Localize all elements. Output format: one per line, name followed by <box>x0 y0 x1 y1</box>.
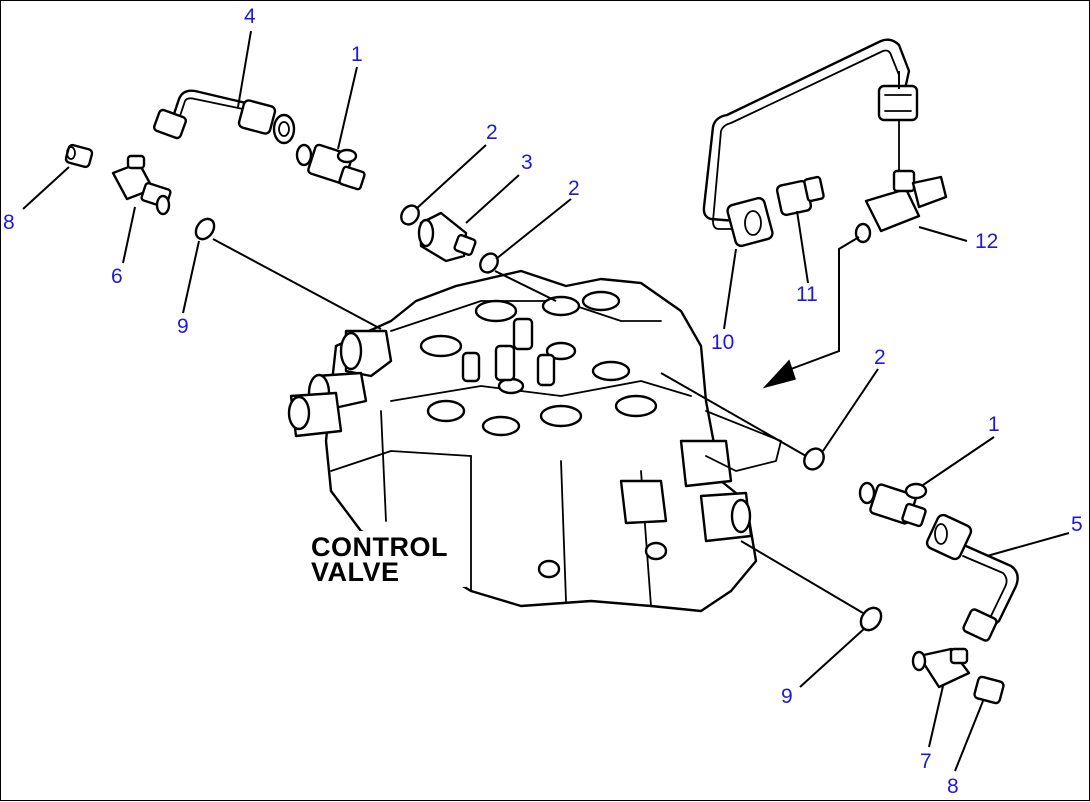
callout-1-lower: 1 <box>988 413 1000 436</box>
fitting-6 <box>111 154 172 216</box>
o-ring-2-left <box>400 204 420 226</box>
callout-labels: 4 1 2 3 2 8 6 9 2 1 5 9 7 8 10 11 12 <box>3 5 1083 798</box>
plug-8-upper <box>64 143 94 169</box>
callout-4: 4 <box>244 5 256 28</box>
pipe-10 <box>702 38 919 248</box>
callout-5: 5 <box>1071 513 1083 536</box>
pipe-4 <box>153 89 296 145</box>
callout-7: 7 <box>920 750 932 773</box>
tee-fitting-1-upper <box>295 143 366 191</box>
o-ring-9-right <box>859 606 883 632</box>
o-ring-2-mid <box>479 252 499 274</box>
o-ring-2-right <box>803 447 825 471</box>
callout-2-b: 2 <box>568 177 580 200</box>
fitting-7 <box>911 647 971 689</box>
o-ring-9-left <box>194 217 216 241</box>
control-valve-caption: CONTROL VALVE <box>306 531 466 587</box>
callout-6: 6 <box>111 265 123 288</box>
callout-2-a: 2 <box>486 121 498 144</box>
control-valve-body <box>287 269 782 613</box>
callout-8-upper: 8 <box>3 211 15 234</box>
tee-fitting-12 <box>854 120 948 244</box>
callout-3: 3 <box>521 151 533 174</box>
caption-line-2: VALVE <box>311 557 400 587</box>
callout-1-upper: 1 <box>351 43 363 66</box>
pipe-5 <box>925 513 1019 642</box>
leader-lines <box>22 30 1070 772</box>
plug-8-lower <box>973 675 1005 705</box>
callout-9-left: 9 <box>177 315 189 338</box>
callout-11: 11 <box>796 283 818 306</box>
callout-8-lower: 8 <box>947 775 959 798</box>
relief-valve-3 <box>417 211 477 263</box>
tee-fitting-1-lower <box>858 481 928 528</box>
caption-line-1: CONTROL <box>311 532 448 562</box>
callout-9-right: 9 <box>781 685 793 708</box>
callout-2-c: 2 <box>874 346 886 369</box>
callout-12: 12 <box>975 230 998 253</box>
callout-10: 10 <box>711 331 734 354</box>
